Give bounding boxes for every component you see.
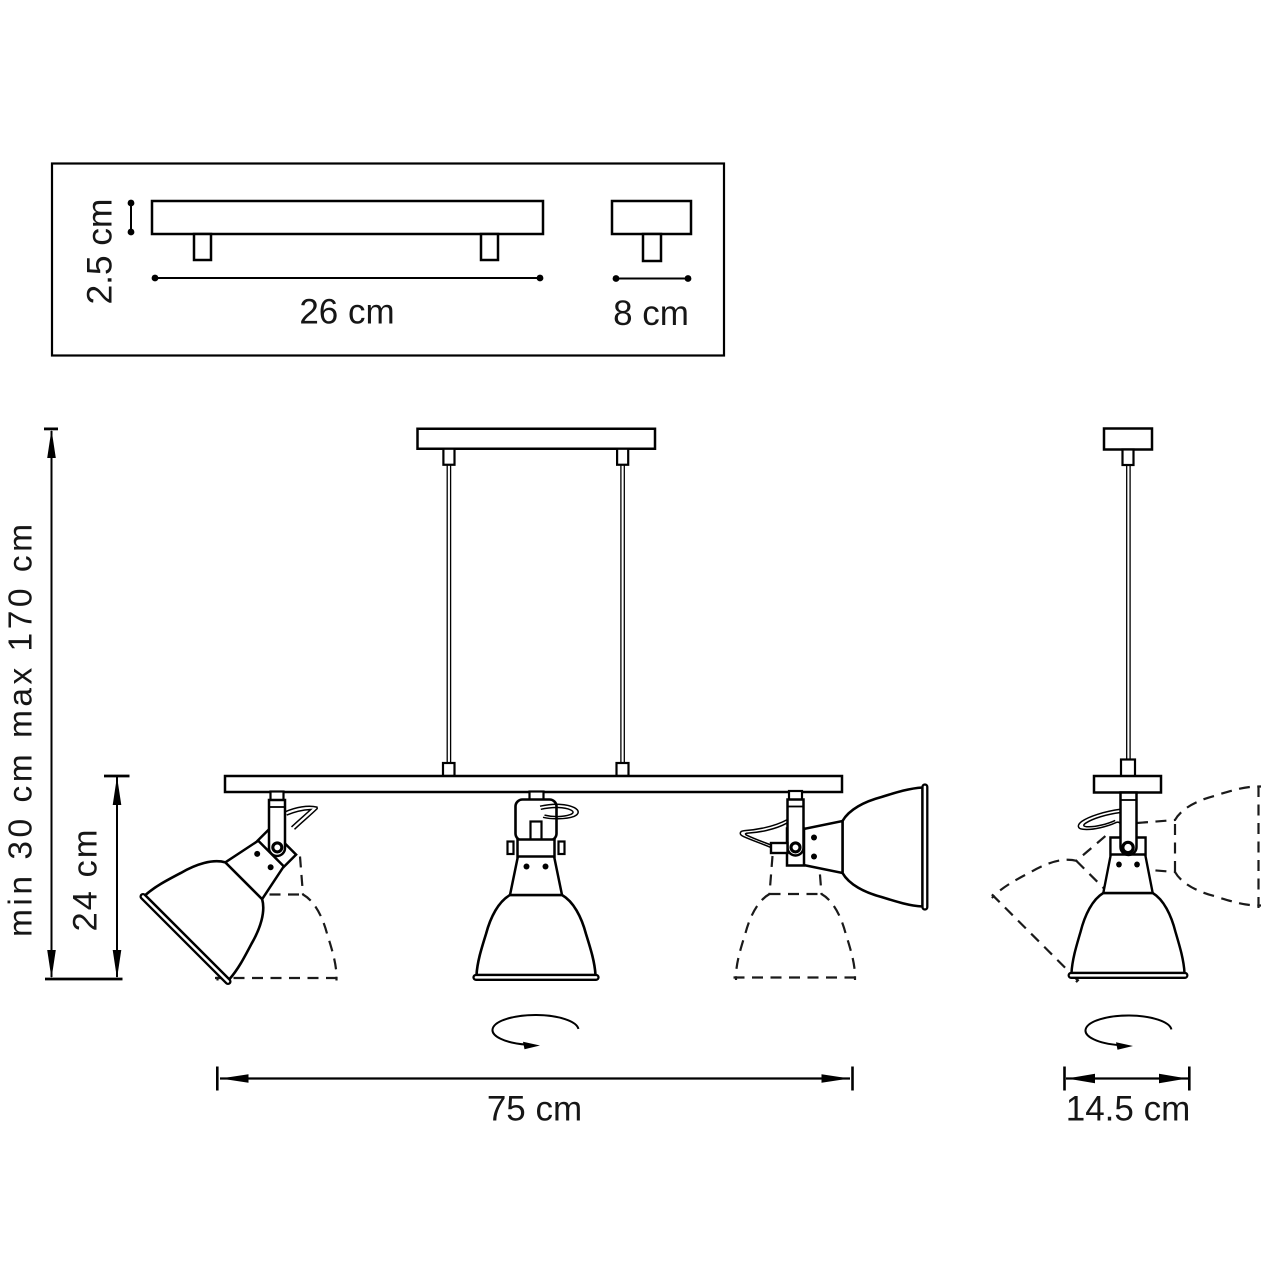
- svg-text:14.5 cm: 14.5 cm: [1066, 1090, 1191, 1129]
- svg-text:75 cm: 75 cm: [487, 1090, 582, 1129]
- svg-text:8 cm: 8 cm: [613, 294, 689, 333]
- svg-text:min 30 cm max 170 cm: min 30 cm max 170 cm: [3, 524, 40, 937]
- svg-text:24 cm: 24 cm: [67, 830, 105, 932]
- svg-text:2.5 cm: 2.5 cm: [80, 199, 120, 305]
- svg-text:26 cm: 26 cm: [299, 293, 394, 332]
